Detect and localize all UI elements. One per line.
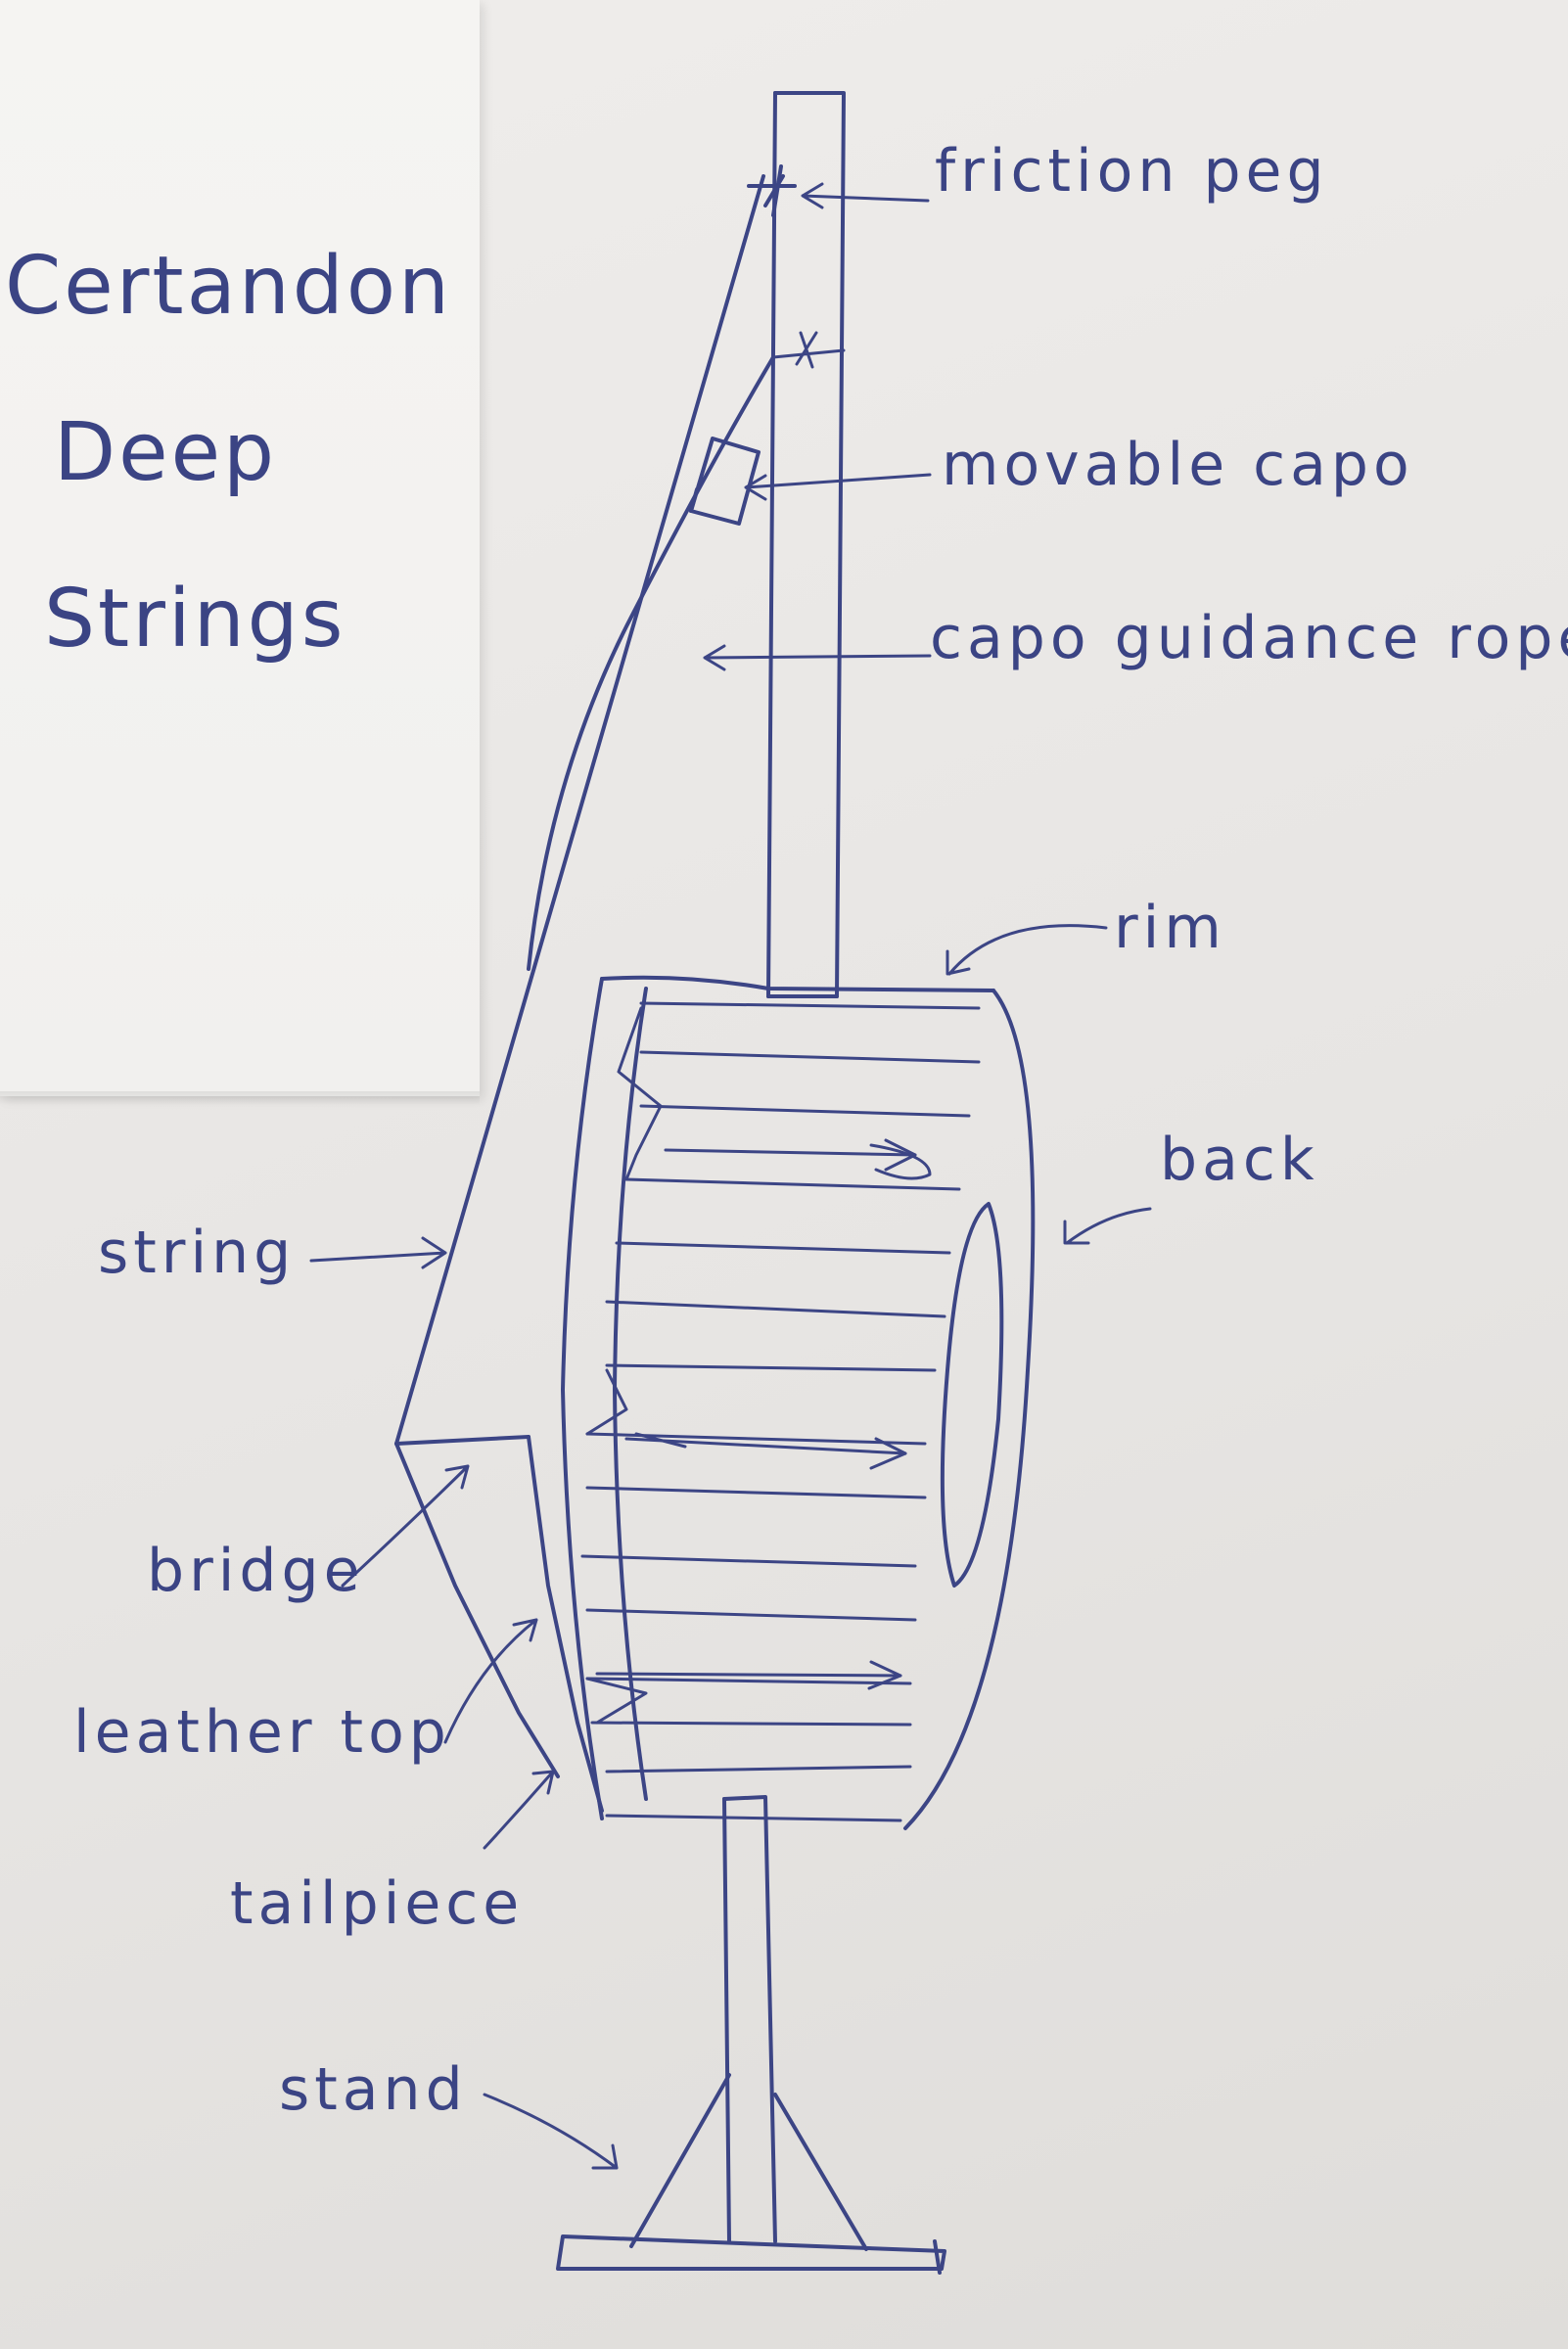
drum-back [903,989,1036,1830]
paper-sheet-top [0,0,480,1096]
movable-capo [689,437,761,526]
drum-lacing-2 [585,1368,628,1436]
leader-lines [309,182,1152,2170]
title-line-2: Deep [54,406,277,499]
label-stand: stand [279,2055,468,2124]
label-bridge: bridge [147,1537,365,1605]
label-tailpiece: tailpiece [230,1869,524,1938]
drum-slats [580,1001,981,1822]
bridge [394,1435,530,1446]
capo-guidance-rope [527,355,775,971]
drum-lacing [617,1006,663,1181]
label-capo-guidance-rope: capo guidance rope [930,604,1568,672]
drum-rim [561,975,995,1820]
label-leather-top: leather top [73,1698,451,1767]
title-line-1: Certandon [5,240,452,333]
drum-arrows [595,1138,932,1690]
stand [556,1795,946,2275]
friction-peg [747,164,797,217]
label-back: back [1160,1126,1319,1194]
label-friction-peg: friction peg [935,137,1329,206]
tailpiece [527,1435,604,1813]
label-rim: rim [1114,894,1226,962]
title-line-3: Strings [44,573,346,666]
label-movable-capo: movable capo [942,431,1414,499]
string [394,174,765,1446]
label-string: string [98,1219,296,1287]
neck [766,91,846,998]
rope-knot [771,331,846,369]
leather-top [394,1442,560,1778]
drum-lacing-3 [585,1677,648,1725]
paper-shadow [0,1091,480,1105]
